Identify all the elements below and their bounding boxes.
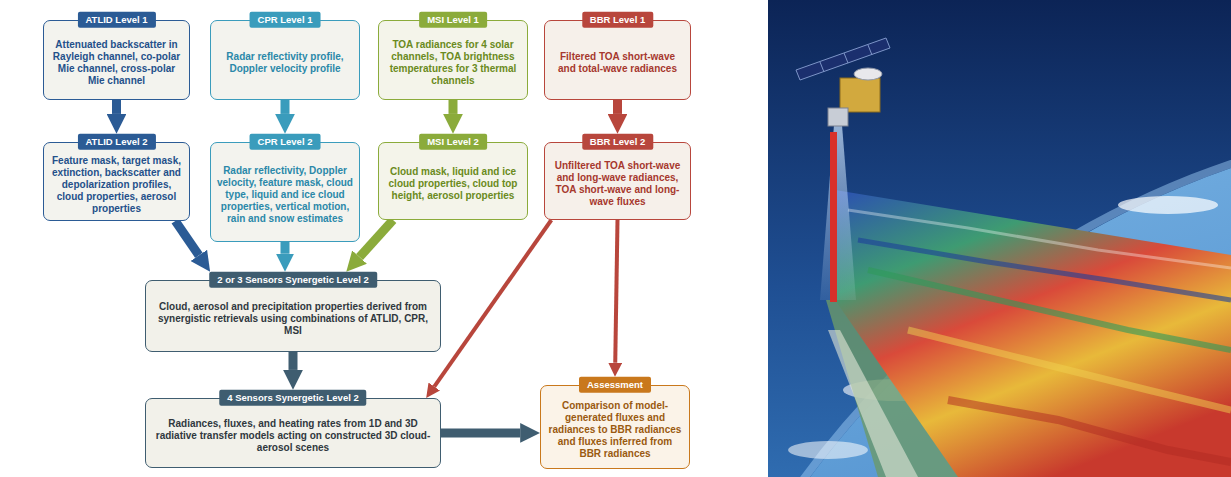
process-box: MSI Level 2Cloud mask, liquid and ice cl… xyxy=(378,142,528,220)
process-box: BBR Level 2Unfiltered TOA short-wave and… xyxy=(544,142,691,220)
box-text: Radiances, fluxes, and heating rates fro… xyxy=(146,407,440,459)
flow-arrow xyxy=(281,242,290,254)
solar-panel xyxy=(796,38,890,80)
flow-arrow xyxy=(289,352,298,370)
box-text: Radar reflectivity profile, Doppler velo… xyxy=(211,40,359,80)
box-heading: Assessment xyxy=(579,377,651,393)
curtain-streak xyxy=(858,240,1231,300)
flow-arrow xyxy=(175,221,199,255)
box-text: Unfiltered TOA short-wave and long-wave … xyxy=(545,149,690,213)
lidar-beam xyxy=(830,132,837,302)
curtain-streak xyxy=(948,400,1231,462)
box-text: Cloud mask, liquid and ice cloud propert… xyxy=(379,155,527,207)
curtain-streak xyxy=(848,210,1231,268)
process-box: 4 Sensors Synergetic Level 2Radiances, f… xyxy=(145,398,441,468)
flow-arrow xyxy=(615,220,617,363)
flow-arrow xyxy=(441,428,520,437)
box-text: TOA radiances for 4 solar channels, TOA … xyxy=(379,28,527,92)
flow-arrow xyxy=(112,100,121,114)
flow-arrow xyxy=(434,220,551,387)
process-box: CPR Level 2Radar reflectivity, Doppler v… xyxy=(210,142,360,242)
box-text: Cloud, aerosol and precipitation propert… xyxy=(146,290,440,342)
process-box: CPR Level 1Radar reflectivity profile, D… xyxy=(210,20,360,100)
process-box: AssessmentComparison of model-generated … xyxy=(540,385,690,469)
flow-arrow xyxy=(360,220,393,257)
box-text: Comparison of model-generated fluxes and… xyxy=(541,389,689,465)
box-text: Feature mask, target mask, extinction, b… xyxy=(44,144,189,220)
satellite-body xyxy=(840,78,880,112)
solar-panel-grid xyxy=(820,62,824,72)
box-text: Attenuated backscatter in Rayleigh chann… xyxy=(44,28,189,92)
earth xyxy=(768,120,1231,477)
radar-antenna xyxy=(854,68,882,80)
process-box: BBR Level 1Filtered TOA short-wave and t… xyxy=(544,20,691,100)
cloud xyxy=(1118,196,1218,214)
lidar-telescope xyxy=(828,108,848,126)
process-box: ATLID Level 2Feature mask, target mask, … xyxy=(43,142,190,221)
box-heading: CPR Level 2 xyxy=(250,134,321,150)
solar-panel-grid xyxy=(844,53,848,63)
lidar-cone xyxy=(820,125,856,300)
radar-curtain xyxy=(835,190,1231,477)
process-box: 2 or 3 Sensors Synergetic Level 2Cloud, … xyxy=(145,280,441,352)
diagram-area: ATLID Level 1Attenuated backscatter in R… xyxy=(0,0,760,477)
curtain-streak xyxy=(868,270,1231,350)
process-box: MSI Level 1TOA radiances for 4 solar cha… xyxy=(378,20,528,100)
box-text: Filtered TOA short-wave and total-wave r… xyxy=(545,40,690,80)
solar-panel-grid xyxy=(868,45,872,55)
box-text: Radar reflectivity, Doppler velocity, fe… xyxy=(211,154,359,230)
process-box: ATLID Level 1Attenuated backscatter in R… xyxy=(43,20,190,100)
cloud xyxy=(788,441,868,459)
box-heading: 4 Sensors Synergetic Level 2 xyxy=(219,390,366,406)
box-heading: BBR Level 2 xyxy=(582,134,653,150)
flow-arrow xyxy=(613,100,622,114)
box-heading: BBR Level 1 xyxy=(582,12,653,28)
earth-limb-glow xyxy=(768,116,1231,477)
satellite-illustration xyxy=(768,0,1231,477)
box-heading: ATLID Level 1 xyxy=(77,12,155,28)
box-heading: MSI Level 1 xyxy=(419,12,487,28)
box-heading: MSI Level 2 xyxy=(419,134,487,150)
flow-arrow xyxy=(281,100,290,114)
box-heading: 2 or 3 Sensors Synergetic Level 2 xyxy=(209,272,377,288)
box-heading: CPR Level 1 xyxy=(250,12,321,28)
box-heading: ATLID Level 2 xyxy=(77,134,155,150)
flow-arrow xyxy=(449,100,458,114)
